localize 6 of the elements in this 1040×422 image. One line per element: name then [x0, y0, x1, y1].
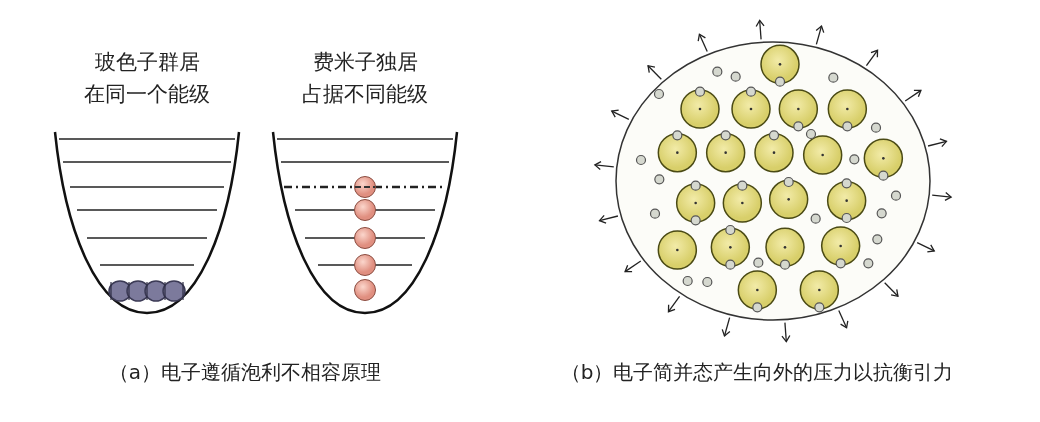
- heading-text: 玻色子群居: [94, 50, 200, 76]
- caption: （a）电子遵循泡利不相容原理: [108, 360, 382, 384]
- caption: （b）电子简并态产生向外的压力以抗衡引力: [560, 360, 954, 384]
- heading-text: 在同一个能级: [84, 82, 210, 108]
- heading-text: 占据不同能级: [302, 82, 428, 108]
- heading-text: 费米子独居: [312, 50, 418, 76]
